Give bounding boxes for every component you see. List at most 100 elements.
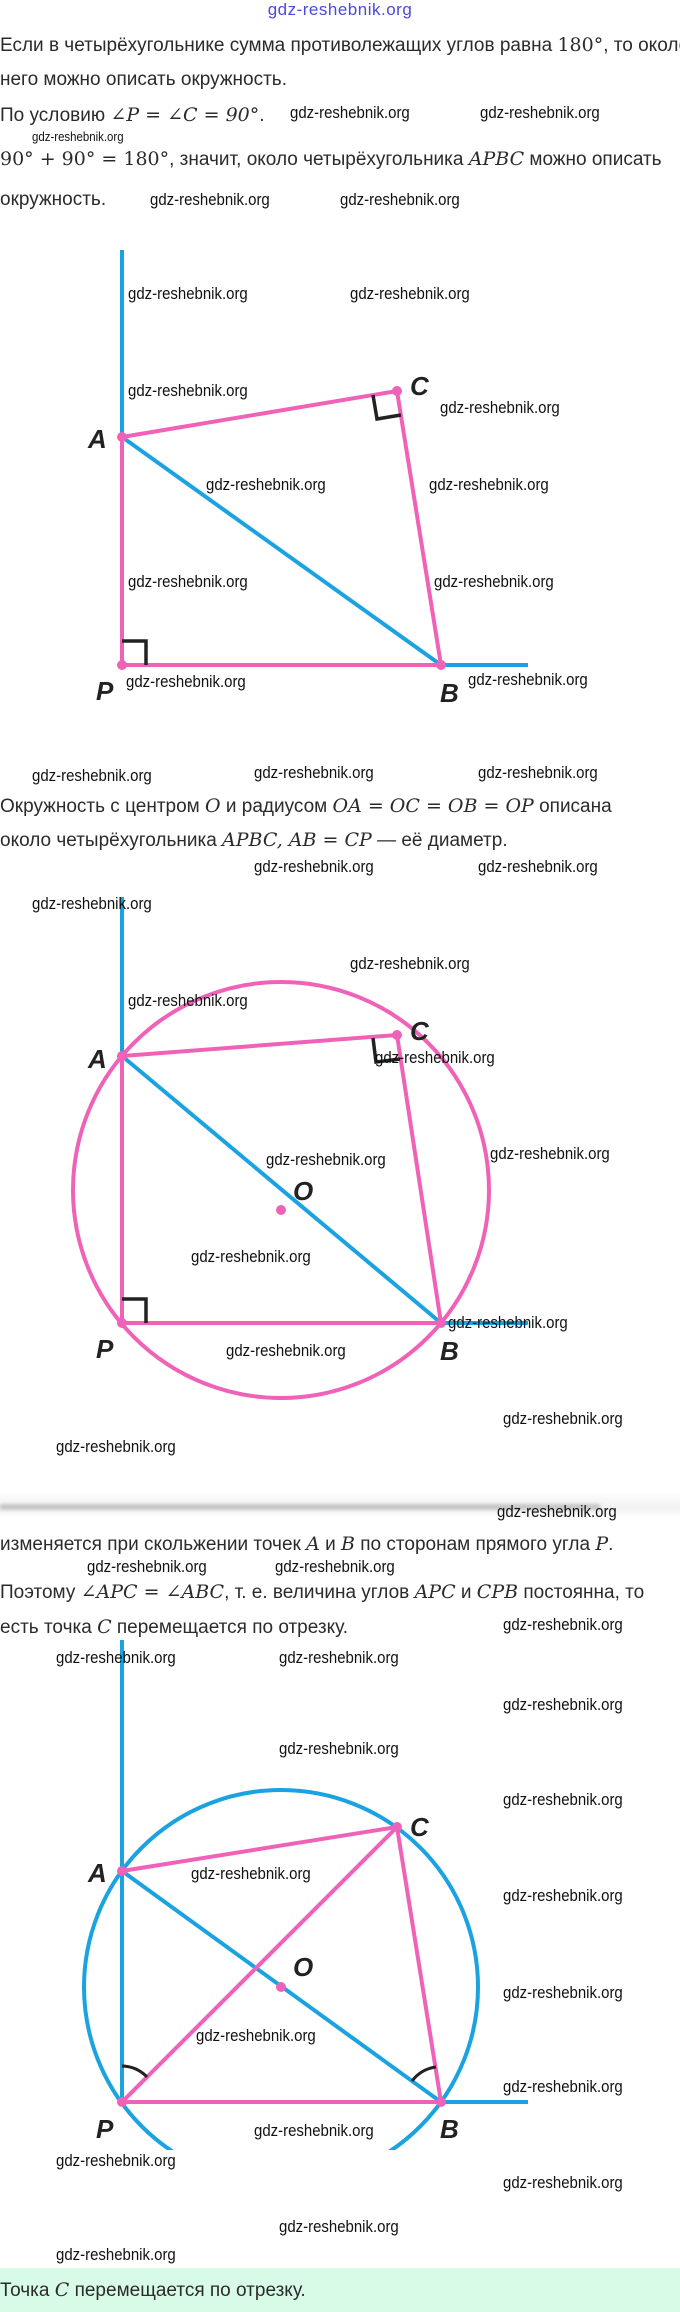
quadrilateral-APBC	[120, 1032, 444, 1325]
watermark: gdz-reshebnik.org	[490, 1144, 610, 1163]
watermark: gdz-reshebnik.org	[128, 381, 248, 400]
segment-AB	[120, 435, 443, 667]
text: постоянна, то	[518, 1582, 645, 1603]
math: A	[306, 1533, 320, 1555]
text: и радиусом	[220, 796, 333, 817]
diameter-PC	[120, 1825, 399, 2104]
math: O	[205, 795, 221, 817]
watermark: gdz-reshebnik.org	[448, 1313, 568, 1332]
quadrilateral-APBC	[121, 1824, 444, 2104]
watermark: gdz-reshebnik.org	[503, 1983, 623, 2002]
watermark: gdz-reshebnik.org	[56, 1437, 176, 1456]
watermark: gdz-reshebnik.org	[191, 1247, 311, 1266]
watermark: gdz-reshebnik.org	[279, 2217, 399, 2236]
math: 90° + 90° = 180°	[0, 148, 170, 170]
watermark: gdz-reshebnik.org	[56, 2245, 176, 2264]
label-B: B	[440, 2114, 459, 2144]
math: C	[97, 1616, 112, 1638]
point-P	[117, 2097, 127, 2107]
math: APC	[414, 1581, 456, 1603]
watermark: gdz-reshebnik.org	[150, 190, 270, 209]
watermark: gdz-reshebnik.org	[128, 572, 248, 591]
watermark: gdz-reshebnik.org	[32, 894, 152, 913]
p3-line2: изменяется при скольжении точек A и B по…	[0, 1532, 613, 1557]
label-B: B	[440, 1336, 459, 1366]
watermark: gdz-reshebnik.org	[56, 2151, 176, 2170]
watermark: gdz-reshebnik.org	[254, 2121, 374, 2140]
math: P	[595, 1533, 609, 1555]
circumcircle	[71, 980, 491, 1400]
point-B	[436, 2097, 446, 2107]
text: , значит, около четырёхугольника	[169, 149, 469, 170]
watermark: gdz-reshebnik.org	[32, 766, 152, 785]
text: .	[608, 1534, 614, 1555]
watermark: gdz-reshebnik.org	[254, 857, 374, 876]
watermark: gdz-reshebnik.org	[503, 1886, 623, 1905]
watermark: gdz-reshebnik.org	[503, 2173, 623, 2192]
watermark: gdz-reshebnik.org	[497, 1502, 617, 1521]
math: 180°	[557, 34, 604, 56]
watermark: gdz-reshebnik.org	[279, 1739, 399, 1758]
math: OA = OC = OB = OP	[332, 795, 534, 817]
label-A: A	[87, 1858, 107, 1888]
point-A	[117, 432, 127, 442]
diameter-AB	[120, 1054, 443, 1325]
diagram-constant-angles: A C P B O	[82, 1640, 528, 2150]
math: ∠APC = ∠ABC	[80, 1581, 225, 1603]
watermark: gdz-reshebnik.org	[128, 991, 248, 1010]
circumcircle	[82, 1788, 480, 2150]
text: , т. е. величина углов	[224, 1582, 415, 1603]
point-B	[436, 660, 446, 670]
p3-line3: Поэтому ∠APC = ∠ABC, т. е. величина угло…	[0, 1580, 644, 1605]
text: по сторонам прямого угла	[354, 1534, 596, 1555]
point-O	[276, 1205, 286, 1215]
point-C	[392, 386, 402, 396]
p1-line2: него можно описать окружность.	[0, 69, 287, 90]
right-angle-P	[122, 639, 148, 665]
label-A: A	[87, 1044, 107, 1074]
text: изменяется при скольжении точек	[0, 1534, 307, 1555]
text: — её диаметр.	[371, 830, 508, 851]
text: Окружность с центром	[0, 796, 205, 817]
watermark: gdz-reshebnik.org	[503, 1695, 623, 1714]
point-C	[392, 1030, 402, 1040]
watermark: gdz-reshebnik.org	[126, 672, 246, 691]
text: Точка	[0, 2280, 55, 2301]
diagram-circumscribed: A C P B O	[71, 897, 528, 1400]
watermark: gdz-reshebnik.org	[480, 103, 600, 122]
label-A: A	[87, 424, 107, 454]
watermark: gdz-reshebnik.org	[503, 1409, 623, 1428]
watermark: gdz-reshebnik.org	[503, 2077, 623, 2096]
p1-line4: 90° + 90° = 180°, значит, около четырёху…	[0, 147, 662, 172]
math: APBC	[468, 148, 525, 170]
right-angle-C	[371, 394, 402, 422]
watermark: gdz-reshebnik.org	[375, 1048, 495, 1067]
watermark: gdz-reshebnik.org	[503, 1615, 623, 1634]
point-B	[436, 1318, 446, 1328]
watermark: gdz-reshebnik.org	[279, 1648, 399, 1667]
obscured-line	[0, 1492, 680, 1518]
point-A	[117, 1866, 127, 1876]
label-C: C	[410, 1016, 430, 1046]
label-P: P	[96, 676, 114, 706]
watermark: gdz-reshebnik.org	[266, 1150, 386, 1169]
point-A	[117, 1051, 127, 1061]
p3-line4: есть точка C перемещается по отрезку.	[0, 1615, 348, 1640]
text: перемещается по отрезку.	[69, 2280, 306, 2301]
watermark: gdz-reshebnik.org	[340, 190, 460, 209]
watermark: gdz-reshebnik.org	[196, 2026, 316, 2045]
p2-line1: Окружность с центром O и радиусом OA = O…	[0, 794, 612, 819]
watermark: gdz-reshebnik.org	[275, 1557, 395, 1576]
watermark: gdz-reshebnik.org	[254, 763, 374, 782]
text: .	[259, 105, 265, 126]
watermark: gdz-reshebnik.org	[128, 284, 248, 303]
label-P: P	[96, 1334, 114, 1364]
header-watermark-link[interactable]: gdz-reshebnik.org	[267, 0, 413, 19]
watermark: gdz-reshebnik.org	[290, 103, 410, 122]
math: B	[341, 1533, 355, 1555]
text: , то около	[603, 35, 680, 56]
label-O: O	[293, 1952, 313, 1982]
math: APBC, AB = CP	[222, 829, 372, 851]
text: описана	[533, 796, 612, 817]
